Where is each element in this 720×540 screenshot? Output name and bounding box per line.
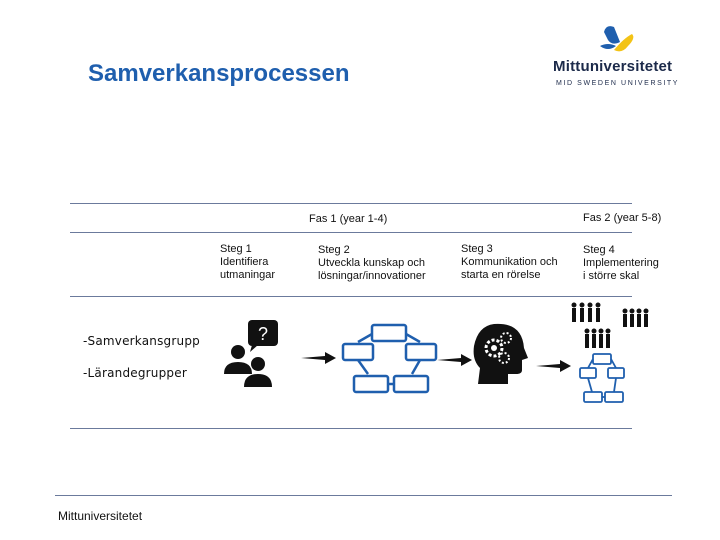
logo-name: Mittuniversitetet [553,58,673,75]
crowd-icon [584,328,611,348]
arrow-right-icon [437,354,472,366]
arrow-right-icon [301,352,336,364]
divider-mid [70,232,632,233]
question-mark: ? [258,324,268,344]
divider-top [70,203,632,204]
head-gears-icon [473,323,528,384]
group-samverkansgrupp: -Samverkansgrupp [83,334,200,348]
logo-subtitle: MID SWEDEN UNIVERSITY [556,80,680,87]
footer-text: Mittuniversitetet [58,509,143,523]
group-larandegrupper: -Lärandegrupper [83,366,187,380]
cycle-diagram-icon [341,323,438,394]
university-logo-icon [600,26,634,52]
crowd-icon [622,308,649,327]
phase-1-label: Fas 1 (year 1-4) [309,213,388,225]
page-title: Samverkansprocessen [88,60,350,87]
people-question-icon: ? [224,320,278,387]
divider-steps [70,296,632,297]
divider-bottom [70,428,632,429]
divider-footer [55,495,672,496]
crowd-icon [571,302,601,322]
network-diagram-icon [579,353,625,403]
phase-2-label: Fas 2 (year 5-8) [583,212,662,224]
arrow-right-icon [536,360,571,372]
